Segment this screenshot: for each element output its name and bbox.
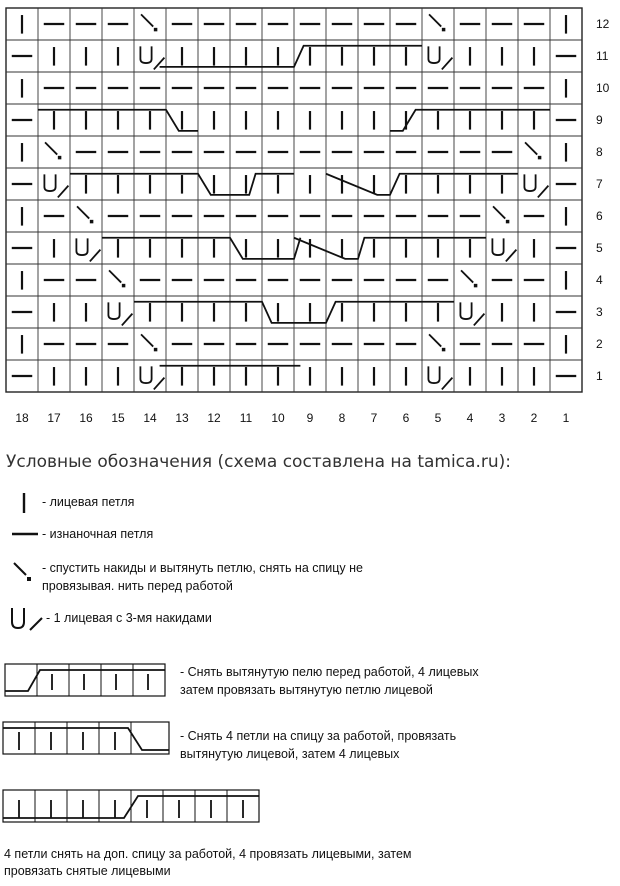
row-number: 2: [596, 337, 603, 351]
col-number: 6: [403, 411, 410, 425]
col-number: 12: [207, 411, 221, 425]
wrap-slash: [153, 377, 166, 391]
slip-stitch-dot: [153, 27, 158, 32]
slip-stitch-icon: [13, 562, 31, 581]
col-number: 13: [175, 411, 189, 425]
knit-with-wraps: [459, 302, 473, 320]
col-number: 3: [499, 411, 506, 425]
cable-line: [390, 108, 550, 132]
legend-slip-label-2: провязывая. нить перед работой: [42, 579, 233, 593]
knit-with-wraps: [139, 366, 153, 384]
slip-stitch: [524, 141, 538, 156]
cable-line: [70, 172, 294, 196]
knit-with-wraps: [75, 238, 89, 256]
col-number: 14: [143, 411, 157, 425]
purl-symbol-icon: [12, 532, 38, 536]
knit-with-wraps: [139, 46, 153, 64]
row-number: 3: [596, 305, 603, 319]
slip-stitch-dot: [153, 347, 158, 352]
col-number: 8: [339, 411, 346, 425]
slip-stitch-dot: [121, 283, 126, 288]
col-number: 2: [531, 411, 538, 425]
slip-stitch: [108, 269, 122, 284]
slip-stitch: [460, 269, 474, 284]
col-number: 10: [271, 411, 285, 425]
legend-wrap-label: - 1 лицевая с 3-мя накидами: [46, 611, 212, 625]
legend-knit-label: - лицевая петля: [42, 495, 135, 509]
cable-back-symbol-icon: [2, 789, 260, 823]
slip-stitch-dot: [441, 347, 446, 352]
cable-line: [38, 108, 198, 132]
row-number: 5: [596, 241, 603, 255]
knit-with-wraps: [427, 46, 441, 64]
slip-stitch-dot: [473, 283, 478, 288]
legend-cable3-label-1: 4 петли снять на доп. спицу за работой, …: [4, 847, 412, 861]
knit-with-wraps: [427, 366, 441, 384]
slip-stitch: [492, 205, 506, 220]
slip-stitch: [428, 13, 442, 28]
col-number: 9: [307, 411, 314, 425]
slip-stitch: [44, 141, 58, 156]
slip-stitch: [140, 333, 154, 348]
slip-stitch-dot: [441, 27, 446, 32]
legend-cable2-label-1: - Снять 4 петли на спицу за работой, про…: [180, 729, 457, 743]
knit-symbol-icon: [22, 493, 26, 513]
wrap-slash: [441, 377, 454, 391]
row-number: 8: [596, 145, 603, 159]
wrap-slash: [121, 313, 134, 327]
slip-stitch: [428, 333, 442, 348]
slip-stitch-dot: [537, 155, 542, 160]
wrap-slash: [89, 249, 102, 263]
knit-with-wraps: [491, 238, 505, 256]
slip-stitch-dot: [89, 219, 94, 224]
row-number: 1: [596, 369, 603, 383]
slip-stitch-dot: [505, 219, 510, 224]
wrap-slash: [537, 185, 550, 199]
col-number: 1: [563, 411, 570, 425]
row-number: 10: [596, 81, 610, 95]
cable-right-symbol-icon: [2, 721, 170, 755]
col-number: 11: [240, 411, 253, 425]
cable-line: [159, 44, 422, 68]
legend-slip-label-1: - спустить накиды и вытянуть петлю, снят…: [42, 561, 363, 575]
legend-cable1-label-2: затем провязать вытянутую петлю лицевой: [180, 683, 433, 697]
col-number: 4: [467, 411, 474, 425]
legend-title: Условные обозначения (схема составлена н…: [6, 452, 511, 472]
row-number: 7: [596, 177, 603, 191]
wrap-slash: [505, 249, 518, 263]
wrap-slash: [153, 57, 166, 71]
cable-left-symbol-icon: [4, 663, 166, 697]
legend-cable3-label-2: провязать снятые лицевыми: [4, 864, 171, 878]
slip-stitch-dot: [57, 155, 62, 160]
row-number: 12: [596, 17, 610, 31]
legend-cable2-label-2: вытянутую лицевой, затем 4 лицевых: [180, 747, 400, 761]
col-number: 7: [371, 411, 378, 425]
col-number: 16: [79, 411, 93, 425]
col-number: 5: [435, 411, 442, 425]
cable-line: [102, 236, 302, 260]
col-number: 17: [47, 411, 61, 425]
wrap-slash: [441, 57, 454, 71]
row-number: 11: [596, 49, 609, 63]
legend-cable1-label-1: - Снять вытянутую пелю перед работой, 4 …: [180, 665, 479, 679]
knit-with-wraps: [43, 174, 57, 192]
cable-line: [134, 300, 454, 324]
col-number: 15: [111, 411, 125, 425]
wrap-slash: [473, 313, 486, 327]
knit-with-wraps: [107, 302, 121, 320]
knit-with-wraps-icon: [11, 608, 43, 631]
wrap-slash: [57, 185, 70, 199]
legend-purl-label: - изнаночная петля: [42, 527, 154, 541]
cable-line: [293, 236, 486, 260]
cable-line: [325, 172, 518, 196]
slip-stitch: [76, 205, 90, 220]
row-number: 6: [596, 209, 603, 223]
col-number: 18: [15, 411, 29, 425]
row-number: 9: [596, 113, 603, 127]
slip-stitch: [140, 13, 154, 28]
knit-with-wraps: [523, 174, 537, 192]
row-number: 4: [596, 273, 603, 287]
